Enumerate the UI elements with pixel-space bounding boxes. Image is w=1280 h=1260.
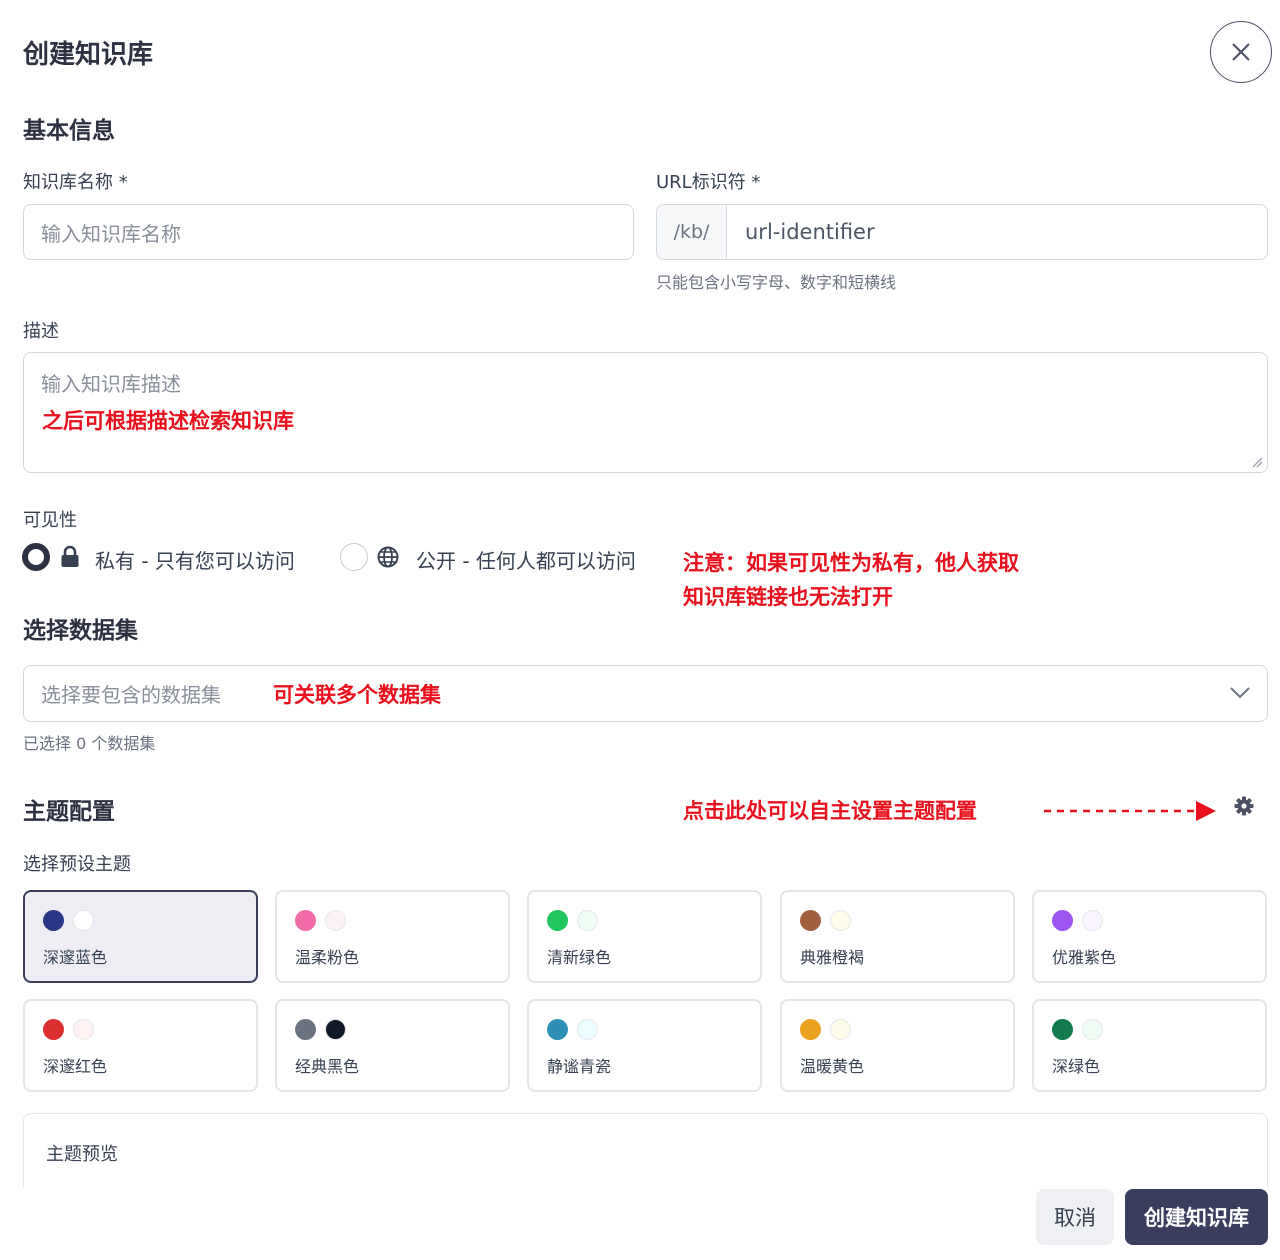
- theme-preview-label: 主题预览: [46, 1144, 118, 1165]
- theme-color-swatches: [1052, 910, 1103, 931]
- name-input[interactable]: 输入知识库名称: [23, 204, 634, 260]
- close-button[interactable]: [1210, 21, 1272, 83]
- cancel-button[interactable]: 取消: [1036, 1189, 1114, 1245]
- theme-card[interactable]: 深邃蓝色: [23, 890, 258, 983]
- secondary-color-swatch: [325, 910, 346, 931]
- secondary-color-swatch: [577, 910, 598, 931]
- theme-card[interactable]: 深绿色: [1032, 999, 1267, 1092]
- radio-public[interactable]: [340, 543, 368, 571]
- theme-card[interactable]: 清新绿色: [527, 890, 762, 983]
- primary-color-swatch: [800, 1019, 821, 1040]
- secondary-color-swatch: [73, 1019, 94, 1040]
- primary-color-swatch: [295, 910, 316, 931]
- url-input[interactable]: /kb/ url-identifier: [656, 204, 1268, 260]
- theme-name: 深邃红色: [43, 1057, 108, 1076]
- theme-color-swatches: [800, 1019, 851, 1040]
- theme-name: 深绿色: [1052, 1057, 1101, 1076]
- close-icon: [1232, 43, 1250, 61]
- description-placeholder: 输入知识库描述: [41, 372, 181, 396]
- theme-color-swatches: [800, 910, 851, 931]
- radio-public-label[interactable]: 公开 - 任何人都可以访问: [416, 549, 636, 573]
- description-textarea[interactable]: 输入知识库描述: [23, 352, 1268, 473]
- primary-color-swatch: [547, 910, 568, 931]
- description-label: 描述: [23, 321, 59, 342]
- url-label: URL标识符 *: [656, 172, 761, 193]
- theme-color-swatches: [547, 910, 598, 931]
- primary-color-swatch: [295, 1019, 316, 1040]
- primary-color-swatch: [800, 910, 821, 931]
- theme-card[interactable]: 静谧青瓷: [527, 999, 762, 1092]
- primary-color-swatch: [1052, 910, 1073, 931]
- theme-color-swatches: [43, 1019, 94, 1040]
- globe-icon: [377, 546, 399, 568]
- theme-card[interactable]: 典雅橙褐: [780, 890, 1015, 983]
- datasets-annotation: 可关联多个数据集: [273, 683, 441, 707]
- theme-color-swatches: [1052, 1019, 1103, 1040]
- radio-private-label[interactable]: 私有 - 只有您可以访问: [95, 549, 295, 573]
- datasets-title: 选择数据集: [23, 618, 138, 644]
- theme-title: 主题配置: [23, 799, 115, 825]
- theme-name: 经典黑色: [295, 1057, 360, 1076]
- dataset-placeholder: 选择要包含的数据集: [41, 683, 221, 707]
- theme-name: 深邃蓝色: [43, 948, 108, 967]
- description-annotation: 之后可根据描述检索知识库: [42, 409, 294, 433]
- gear-icon[interactable]: [1234, 796, 1254, 816]
- theme-name: 温柔粉色: [295, 948, 360, 967]
- url-placeholder: url-identifier: [745, 220, 875, 244]
- theme-annotation: 点击此处可以自主设置主题配置: [683, 799, 977, 823]
- theme-card[interactable]: 深邃红色: [23, 999, 258, 1092]
- visibility-label: 可见性: [23, 510, 77, 531]
- datasets-help-text: 已选择 0 个数据集: [23, 734, 156, 753]
- basic-info-title: 基本信息: [23, 118, 115, 144]
- theme-name: 静谧青瓷: [547, 1057, 612, 1076]
- resize-handle-icon[interactable]: [1251, 456, 1263, 468]
- visibility-annotation-line1: 注意：如果可见性为私有，他人获取: [683, 551, 1019, 575]
- dashed-arrow: [1044, 801, 1216, 821]
- url-help-text: 只能包含小写字母、数字和短横线: [656, 273, 897, 292]
- dialog-title: 创建知识库: [23, 40, 154, 70]
- secondary-color-swatch: [325, 1019, 346, 1040]
- theme-card[interactable]: 优雅紫色: [1032, 890, 1267, 983]
- secondary-color-swatch: [1082, 1019, 1103, 1040]
- primary-color-swatch: [43, 910, 64, 931]
- preset-theme-label: 选择预设主题: [23, 854, 131, 875]
- name-placeholder: 输入知识库名称: [41, 221, 181, 246]
- theme-name: 清新绿色: [547, 948, 612, 967]
- theme-name: 优雅紫色: [1052, 948, 1117, 967]
- theme-card[interactable]: 温暖黄色: [780, 999, 1015, 1092]
- visibility-annotation-line2: 知识库链接也无法打开: [683, 585, 893, 609]
- primary-color-swatch: [547, 1019, 568, 1040]
- name-label: 知识库名称 *: [23, 172, 128, 193]
- secondary-color-swatch: [73, 910, 94, 931]
- theme-color-swatches: [547, 1019, 598, 1040]
- primary-color-swatch: [43, 1019, 64, 1040]
- radio-private[interactable]: [22, 543, 50, 571]
- theme-card[interactable]: 经典黑色: [275, 999, 510, 1092]
- theme-name: 典雅橙褐: [800, 948, 865, 967]
- theme-color-swatches: [295, 1019, 346, 1040]
- theme-color-swatches: [295, 910, 346, 931]
- theme-preview-panel: [23, 1113, 1268, 1203]
- lock-icon: [61, 545, 79, 567]
- secondary-color-swatch: [1082, 910, 1103, 931]
- create-button[interactable]: 创建知识库: [1125, 1189, 1268, 1245]
- secondary-color-swatch: [830, 1019, 851, 1040]
- theme-name: 温暖黄色: [800, 1057, 865, 1076]
- dataset-select[interactable]: 选择要包含的数据集: [23, 665, 1268, 722]
- url-prefix: /kb/: [657, 205, 727, 259]
- theme-card[interactable]: 温柔粉色: [275, 890, 510, 983]
- primary-color-swatch: [1052, 1019, 1073, 1040]
- secondary-color-swatch: [577, 1019, 598, 1040]
- chevron-down-icon: [1230, 687, 1250, 699]
- secondary-color-swatch: [830, 910, 851, 931]
- theme-color-swatches: [43, 910, 94, 931]
